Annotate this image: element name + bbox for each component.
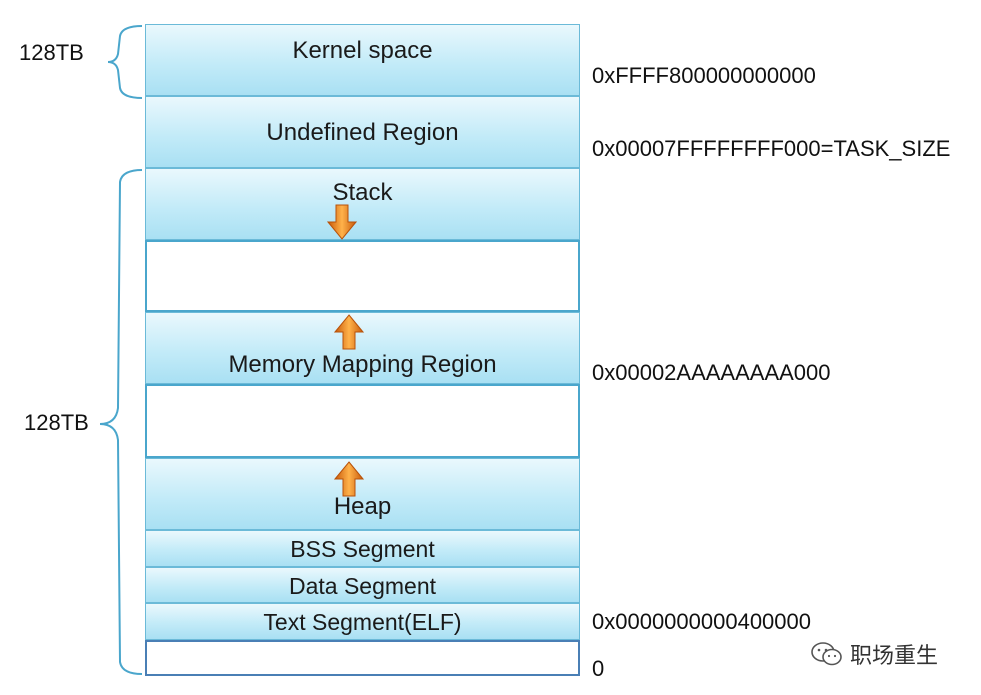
watermark: 职场重生 bbox=[810, 638, 938, 670]
user-brace-icon bbox=[99, 169, 143, 675]
undefined-region-label: Undefined Region bbox=[266, 119, 459, 146]
user-size-label: 128TB bbox=[24, 410, 89, 435]
kernel-size-label: 128TB bbox=[19, 40, 84, 65]
mmap-up-arrow-icon bbox=[334, 314, 364, 350]
stack-segment: Stack bbox=[145, 168, 580, 240]
heap-up-arrow-icon bbox=[334, 461, 364, 497]
stack-down-arrow-icon bbox=[327, 204, 357, 240]
undefined-region-segment: Undefined Region bbox=[145, 96, 580, 168]
data-segment: Data Segment bbox=[145, 567, 580, 603]
kernel-space-segment: Kernel space bbox=[145, 24, 580, 96]
kernel-brace-icon bbox=[107, 25, 143, 99]
bss-label: BSS Segment bbox=[290, 536, 435, 562]
stack-label: Stack bbox=[332, 179, 393, 206]
memory-mapping-segment: Memory Mapping Region bbox=[145, 312, 580, 384]
memory-mapping-label: Memory Mapping Region bbox=[228, 351, 497, 378]
mmap-base-address: 0x00002AAAAAAAA000 bbox=[592, 360, 831, 385]
kernel-start-address: 0xFFFF800000000000 bbox=[592, 63, 816, 88]
bss-segment: BSS Segment bbox=[145, 530, 580, 567]
text-start-address: 0x0000000000400000 bbox=[592, 609, 812, 634]
mmap-gap bbox=[145, 384, 580, 458]
heap-label: Heap bbox=[333, 493, 392, 520]
text-segment: Text Segment(ELF) bbox=[145, 603, 580, 640]
stack-gap bbox=[145, 240, 580, 312]
wechat-icon bbox=[811, 642, 842, 666]
zero-address: 0 bbox=[592, 656, 605, 681]
kernel-space-label: Kernel space bbox=[292, 37, 433, 64]
text-label: Text Segment(ELF) bbox=[263, 609, 462, 635]
null-region-segment bbox=[145, 640, 580, 676]
watermark-text: 职场重生 bbox=[850, 643, 939, 668]
task-size-address: 0x00007FFFFFFFF000=TASK_SIZE bbox=[592, 136, 951, 161]
heap-segment: Heap bbox=[145, 458, 580, 530]
data-label: Data Segment bbox=[288, 573, 437, 599]
